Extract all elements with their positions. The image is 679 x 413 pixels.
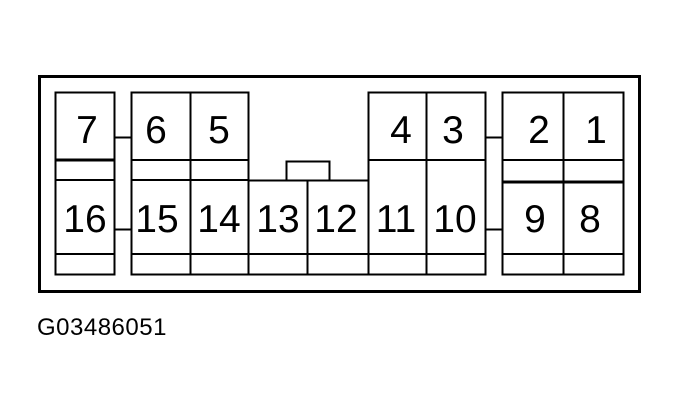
center-pin-block	[130, 91, 487, 276]
right-pin-block	[501, 91, 625, 276]
pin-label-7: 7	[76, 109, 98, 152]
pin-label-16: 16	[63, 198, 106, 241]
left-pin-block	[54, 91, 116, 276]
pin-label-8: 8	[579, 198, 601, 241]
pin-label-6: 6	[145, 109, 167, 152]
figure-code: G03486051	[37, 314, 167, 341]
pin-label-10: 10	[433, 198, 476, 241]
locking-key-tab	[285, 160, 331, 180]
pin-label-4: 4	[390, 109, 412, 152]
pin-label-12: 12	[314, 198, 357, 241]
pin-label-5: 5	[208, 109, 230, 152]
pin-label-1: 1	[585, 109, 607, 152]
pin-label-3: 3	[442, 109, 464, 152]
pin-label-9: 9	[524, 198, 546, 241]
block-notches	[115, 136, 502, 231]
pin-label-13: 13	[256, 198, 299, 241]
pin-label-14: 14	[197, 198, 240, 241]
pin-label-15: 15	[135, 198, 178, 241]
connector-housing-outline	[38, 75, 641, 293]
pin-label-2: 2	[528, 109, 550, 152]
pin-label-11: 11	[376, 198, 417, 241]
